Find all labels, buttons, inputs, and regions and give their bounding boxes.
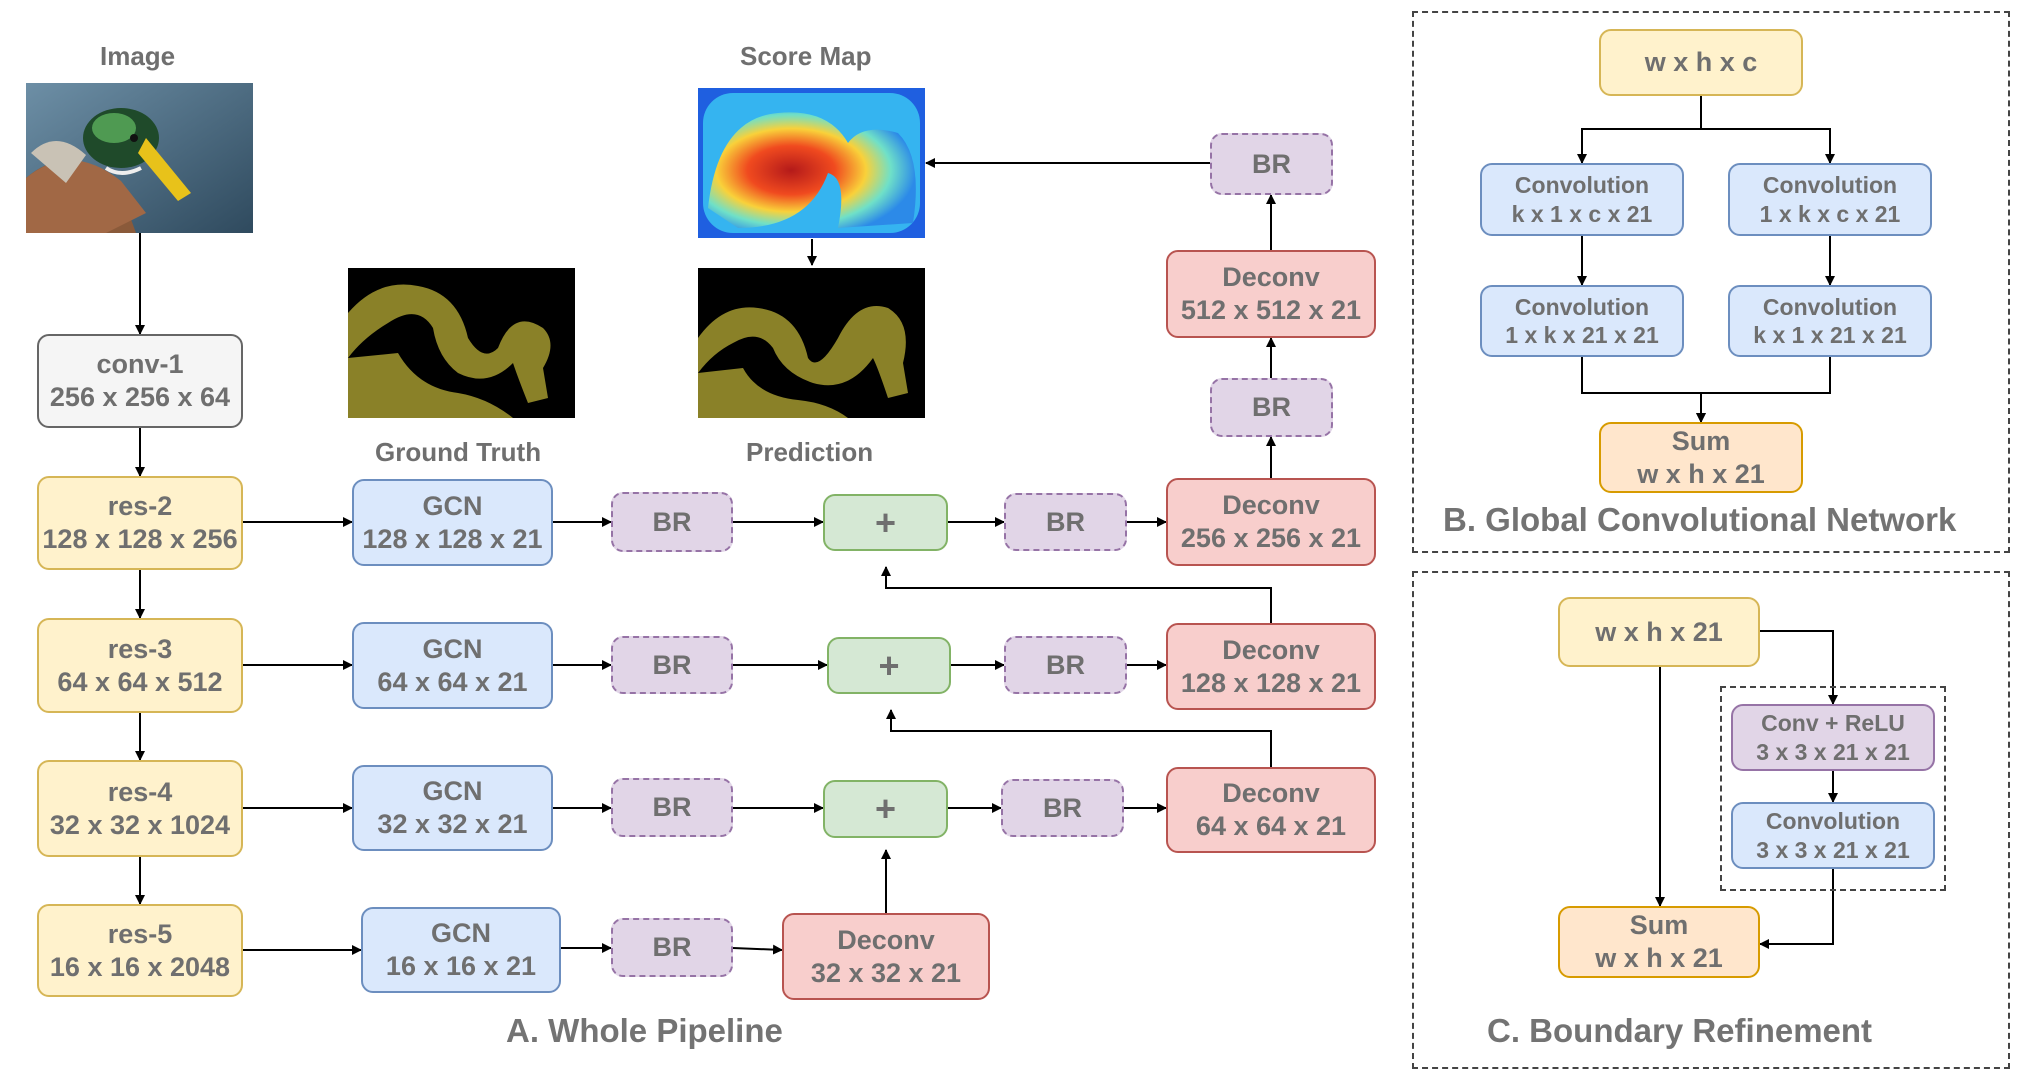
br-block-top-lower: BR [1210, 378, 1333, 437]
br-block-top-upper: BR [1210, 133, 1333, 195]
br-block-row3-a: BR [611, 778, 733, 837]
br-block-row1-a: BR [611, 492, 733, 552]
image-label: Image [100, 41, 176, 71]
gcn-input-block: w x h x c [1599, 29, 1803, 96]
sum-node-row1: + [823, 494, 948, 551]
score-map-label: Score Map [740, 41, 872, 71]
prediction-label: Prediction [746, 437, 874, 467]
br-block-row2-b: BR [1004, 636, 1127, 694]
br-caption: C. Boundary Refinement [1487, 1012, 1873, 1049]
br-block-row3-b: BR [1001, 779, 1124, 837]
ground-truth-label: Ground Truth [375, 437, 542, 467]
br-inner-border [1720, 686, 1946, 891]
gcn-caption: B. Global Convolutional Network [1443, 501, 1957, 538]
sum-node-row2: + [827, 637, 951, 694]
score-map-heatmap [698, 88, 925, 238]
br-block-row4-a: BR [611, 918, 733, 977]
br-panel-border [1412, 571, 2010, 1069]
ground-truth-mask [348, 268, 575, 418]
br-block-row2-a: BR [611, 636, 733, 694]
br-block-row1-b: BR [1004, 493, 1127, 551]
prediction-mask [698, 268, 925, 418]
gcn-panel-border [1412, 11, 2010, 553]
duck-photo [26, 83, 253, 233]
br-input-block: w x h x 21 [1558, 597, 1760, 667]
sum-node-row3: + [823, 780, 948, 838]
pipeline-caption: A. Whole Pipeline [506, 1012, 783, 1049]
